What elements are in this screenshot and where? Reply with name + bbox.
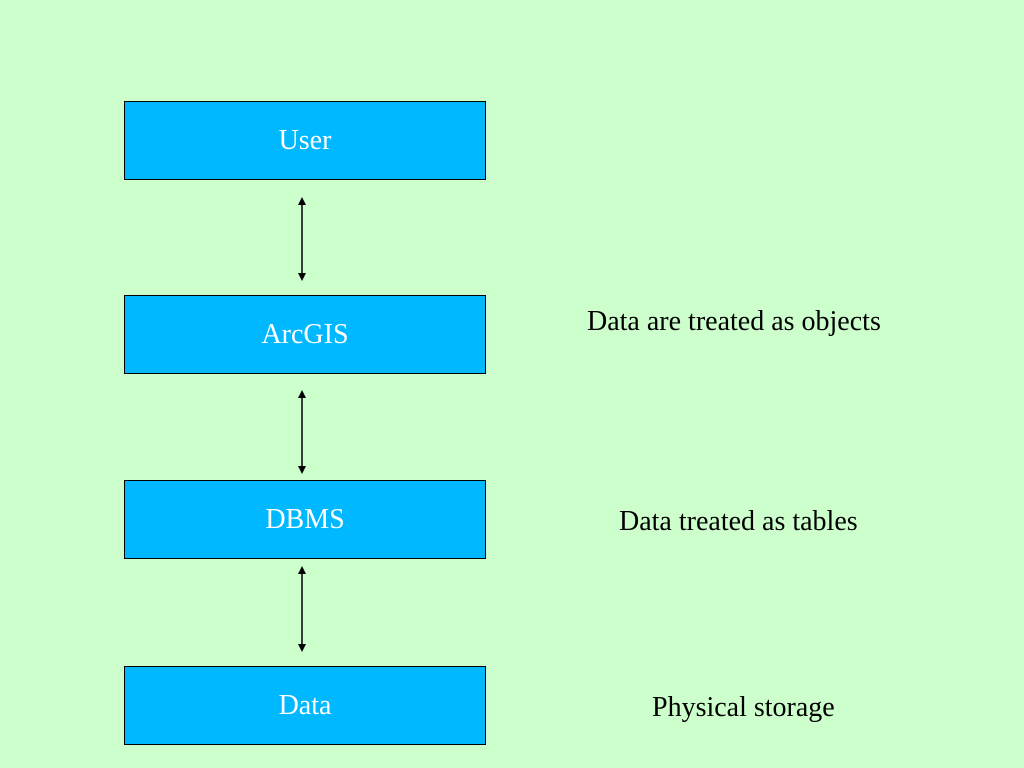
- dbms-data-arrow: [298, 566, 306, 652]
- arcgis-layer-label: ArcGIS: [261, 318, 349, 350]
- dbms-layer-box: DBMS: [124, 480, 486, 559]
- data-layer-label: Data: [278, 689, 332, 721]
- arcgis-dbms-arrow: [298, 390, 306, 474]
- data-layer-box: Data: [124, 666, 486, 745]
- arcgis-layer-box: ArcGIS: [124, 295, 486, 374]
- dbms-layer-label: DBMS: [265, 503, 345, 535]
- user-arcgis-arrow: [298, 197, 306, 281]
- data-description: Physical storage: [652, 692, 835, 723]
- user-layer-label: User: [278, 124, 332, 156]
- arcgis-description: Data are treated as objects: [587, 306, 881, 337]
- dbms-description: Data treated as tables: [619, 506, 858, 537]
- user-layer-box: User: [124, 101, 486, 180]
